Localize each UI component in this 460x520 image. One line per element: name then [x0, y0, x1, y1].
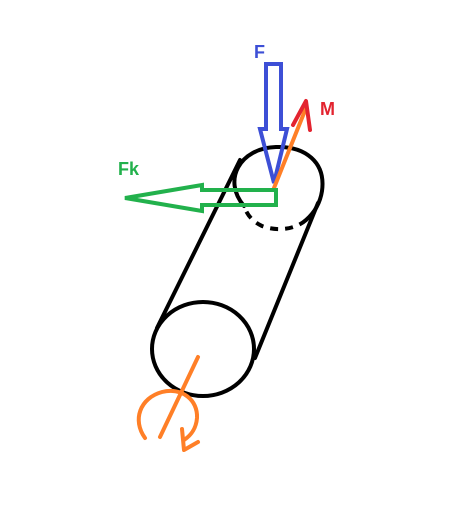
- label-moment-m: M: [320, 99, 335, 119]
- cylinder-top-ellipse: [232, 144, 325, 222]
- rotation-arrowhead: [180, 427, 200, 452]
- label-force-fk: Fk: [118, 159, 140, 179]
- moment-m-shaft: [272, 106, 308, 190]
- rotation-axis-line: [158, 355, 200, 439]
- moment-m-arrowhead: [291, 99, 312, 132]
- cylinder-bottom-ellipse: [150, 300, 256, 398]
- cylinder-right-side: [253, 201, 320, 360]
- force-fk-arrow: [124, 182, 278, 214]
- label-force-f: F: [254, 42, 265, 62]
- force-f-arrow: [257, 62, 290, 184]
- rotation-arc: [136, 388, 199, 442]
- cylinder-top-ellipse-hidden: [242, 205, 308, 232]
